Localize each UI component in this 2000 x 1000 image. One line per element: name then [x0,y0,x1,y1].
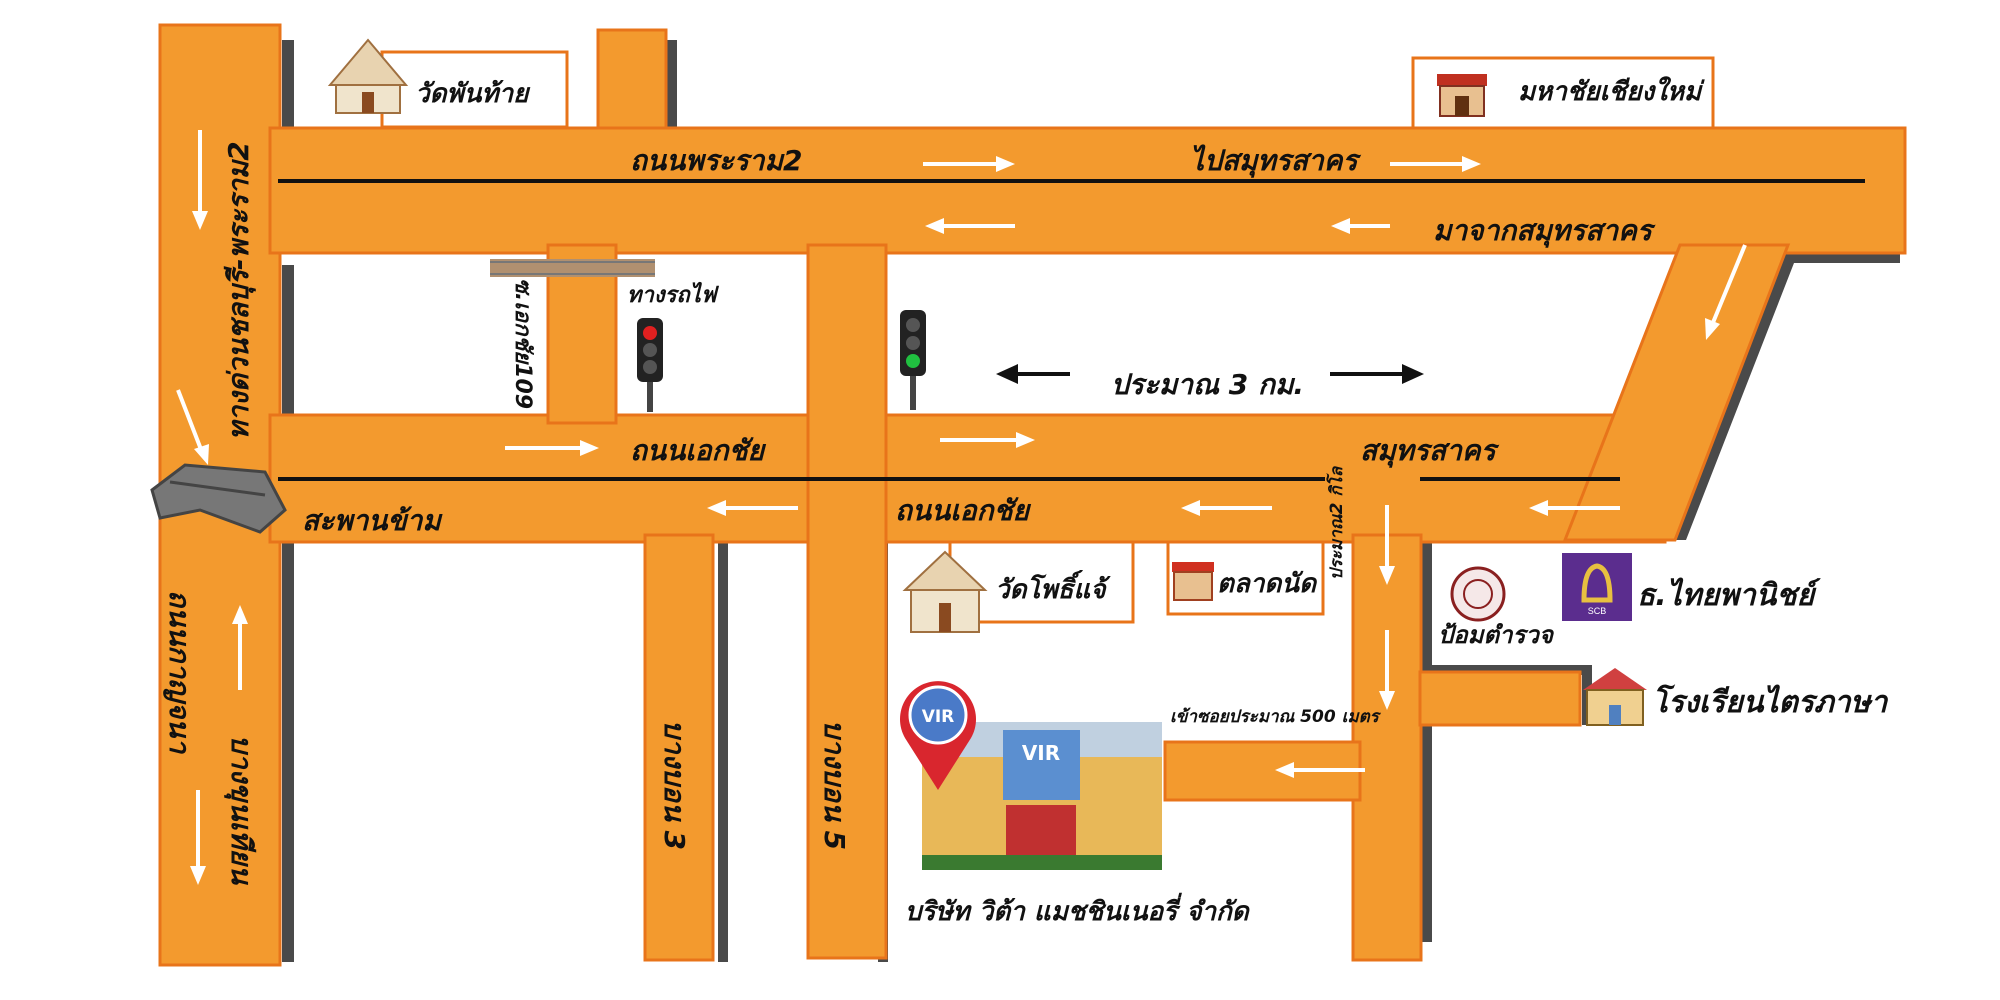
railway-track [490,259,655,277]
location-pin-icon: VIR [900,681,976,790]
label-from-samut-sakhon: มาจากสมุทรสาคร [1433,214,1656,248]
scb-logo-text: SCB [1588,606,1607,616]
label-wat-phan-thai: วัดพันท้าย [415,79,531,109]
center-lines [278,179,1865,481]
bridge-icon [150,463,287,534]
traffic-light-green-icon [900,310,926,410]
label-bang-khun-thian: บางขุนเทียน [224,735,258,886]
label-company-name: บริษัท วิต้า แมชชินเนอรี่ จำกัด [905,892,1251,927]
label-rama2-road: ถนนพระราม2 [630,144,802,177]
label-distance-3km: ประมาณ 3 กม. [1111,368,1304,401]
label-bridge: สะพานข้าม [302,504,443,537]
label-scb-bank: ธ.ไทยพานิชย์ [1637,577,1821,613]
direction-arrows [176,130,1747,885]
restaurant-icon [1437,74,1487,117]
temple-icon-phan-thai [327,38,409,114]
school-icon [1583,668,1647,726]
market-icon [1172,562,1214,601]
label-mahachai-chiangmai: มหาชัยเชียงใหม่ [1518,76,1705,107]
label-kanchanaphisek-road: ถนนกาญจนา [163,590,196,754]
label-to-samut-sakhon: ไปสมุทรสาคร [1190,144,1361,178]
vir-sign: VIR [1022,741,1060,765]
police-seal-icon [1450,566,1506,622]
label-soi-2km: ประมาณ2 กิโล [1326,465,1347,580]
distance-arrows [996,364,1424,384]
label-soi-500m: เข้าซอยประมาณ 500 เมตร [1170,707,1382,727]
label-police-box: ป้อมตำรวจ [1438,621,1555,649]
pin-logo-text: VIR [922,707,955,727]
label-bang-bon-5: บางบอน 5 [818,720,851,850]
label-samut-sakhon: สมุทรสาคร [1360,434,1500,468]
label-trilingual-school: โรงเรียนไตรภาษา [1652,684,1888,720]
traffic-light-red-icon [637,318,663,412]
label-soi-ekachai-109: ซ.เอกชัย109 [510,278,535,409]
label-ekachai-road-upper: ถนนเอกชัย [630,434,767,467]
label-railway: ทางรถไฟ [627,281,720,308]
temple-icon-pho-chae [902,550,988,633]
label-ekachai-road-lower: ถนนเอกชัย [895,494,1032,527]
label-wat-pho-chae: วัดโพธิ์แจ้ [995,570,1111,605]
label-bang-bon-3: บางบอน 3 [658,720,691,850]
label-market: ตลาดนัด [1217,569,1318,599]
scb-logo-icon: SCB [1562,553,1632,621]
label-expressway: ทางด่วนชลบุรี-พระราม2 [222,141,256,440]
